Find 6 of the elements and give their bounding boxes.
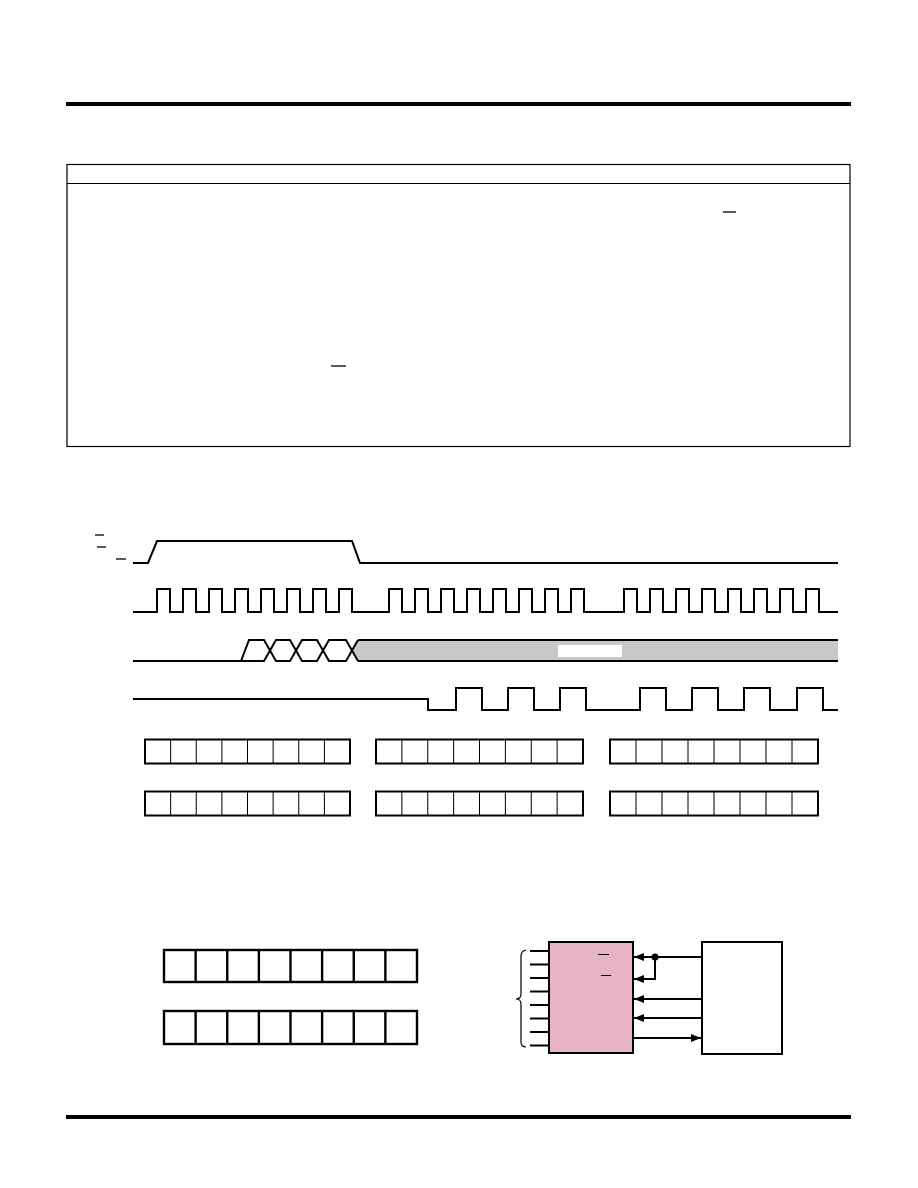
arrow <box>633 995 702 1003</box>
arrow <box>633 1014 702 1022</box>
chip-block <box>548 941 634 1054</box>
arrow <box>633 1034 702 1042</box>
arrow <box>633 956 702 983</box>
device-block <box>701 941 783 1055</box>
